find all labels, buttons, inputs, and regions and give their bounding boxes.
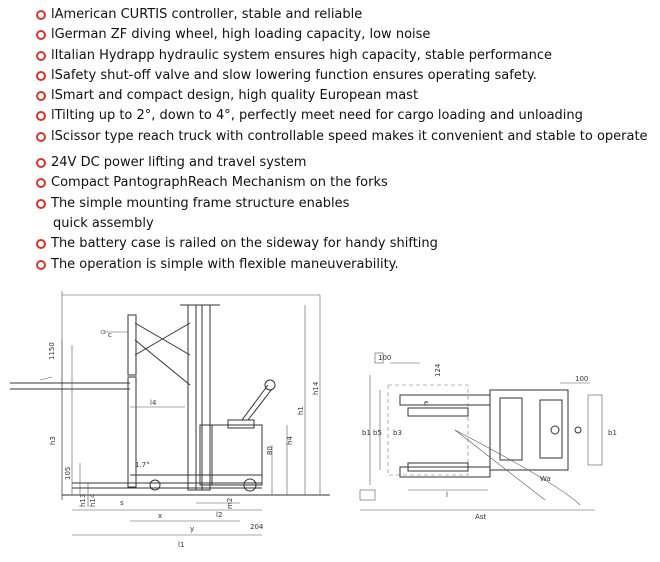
top-view-drawing: 100 124 100 b1 b5 b3 e l Wa Ast b1 <box>359 352 617 521</box>
label-m2: m2 <box>226 498 234 509</box>
label-wa: Wa <box>540 475 551 483</box>
feature-item: 24V DC power lifting and travel system <box>36 153 658 173</box>
bullet-circle-icon <box>36 91 46 102</box>
bullet-circle-icon <box>36 30 46 41</box>
label-100-left: 100 <box>378 354 391 362</box>
feature-group-secondary: 24V DC power lifting and travel system C… <box>36 153 658 275</box>
label-e: e <box>424 399 428 407</box>
label-y: y <box>190 525 194 533</box>
bullet-circle-icon <box>36 131 46 142</box>
bullet-circle-icon <box>36 178 46 189</box>
label-h1: h1 <box>297 406 305 415</box>
label-204: 204 <box>250 523 264 531</box>
label-h14-right: h14 <box>312 381 320 395</box>
feature-item: lSafety shut-off valve and slow lowering… <box>36 66 658 86</box>
feature-group-primary: lAmerican CURTIS controller, stable and … <box>36 5 658 147</box>
label-s: s <box>120 499 124 507</box>
label-h13: h13 <box>79 494 87 507</box>
feature-item: The operation is simple with flexible ma… <box>36 255 658 275</box>
label-l: l <box>446 491 448 499</box>
label-x: x <box>158 512 162 520</box>
label-b5: b5 <box>373 429 382 437</box>
feature-item: lScissor type reach truck with controlla… <box>36 127 658 147</box>
feature-item: The simple mounting frame structure enab… <box>36 194 658 214</box>
technical-drawing: 1150 c h3 105 h13 h14 1.7° l4 s x y l2 m… <box>10 291 617 549</box>
feature-list: lAmerican CURTIS controller, stable and … <box>36 5 658 275</box>
feature-item: lSmart and compact design, high quality … <box>36 86 658 106</box>
feature-item: The battery case is railed on the sidewa… <box>36 234 658 254</box>
feature-item: lGerman ZF diving wheel, high loading ca… <box>36 25 658 45</box>
bullet-circle-icon <box>36 239 46 250</box>
label-angle: 1.7° <box>135 461 150 469</box>
label-124: 124 <box>434 363 442 377</box>
label-l2: l2 <box>216 511 222 519</box>
label-h3: h3 <box>49 436 57 445</box>
label-b1-left: b1 <box>362 429 371 437</box>
label-l1: l1 <box>178 541 184 549</box>
bullet-circle-icon <box>36 198 46 209</box>
bullet-circle-icon <box>36 10 46 20</box>
feature-item: lItalian Hydrapp hydraulic system ensure… <box>36 46 658 66</box>
bullet-circle-icon <box>36 259 46 270</box>
feature-item: lTilting up to 2°, down to 4°, perfectly… <box>36 106 658 126</box>
feature-item: lAmerican CURTIS controller, stable and … <box>36 5 658 25</box>
label-c: c <box>108 331 112 339</box>
label-b3: b3 <box>393 429 402 437</box>
label-100-right: 100 <box>575 375 588 383</box>
label-h4: h4 <box>286 436 294 445</box>
bullet-circle-icon <box>36 111 46 122</box>
label-1150: 1150 <box>48 342 56 360</box>
feature-item: Compact PantographReach Mechanism on the… <box>36 173 658 193</box>
bullet-circle-icon <box>36 158 46 169</box>
label-80: 80 <box>266 446 274 455</box>
bullet-circle-icon <box>36 70 46 81</box>
feature-item-continuation: quick assembly <box>53 215 154 231</box>
label-h14-left: h14 <box>89 493 97 507</box>
label-ast: Ast <box>475 513 486 521</box>
side-view-drawing: 1150 c h3 105 h13 h14 1.7° l4 s x y l2 m… <box>10 291 330 549</box>
label-l4: l4 <box>150 399 157 407</box>
bullet-circle-icon <box>36 50 46 61</box>
label-105: 105 <box>64 467 72 480</box>
label-b1-right: b1 <box>608 429 617 437</box>
